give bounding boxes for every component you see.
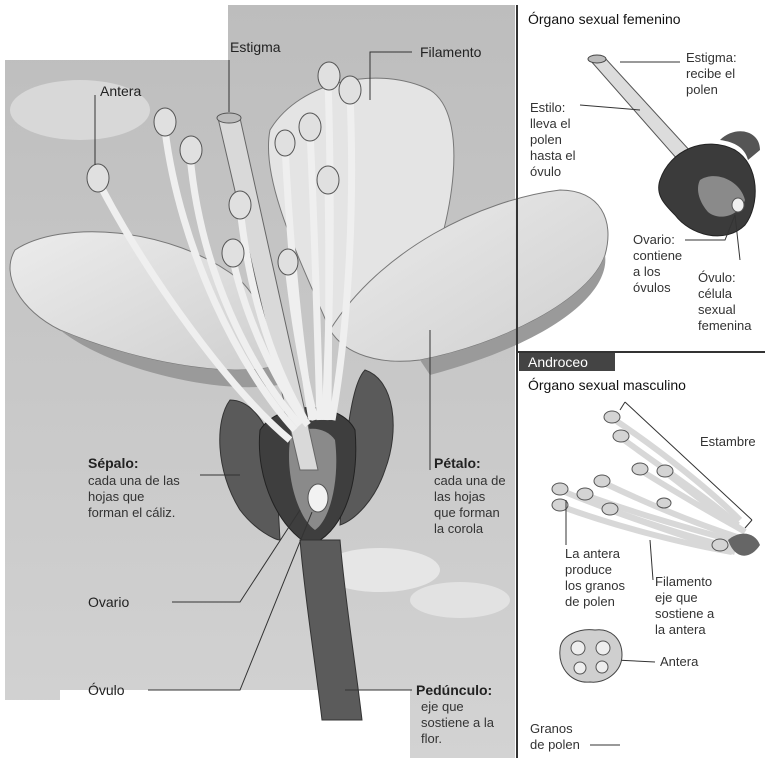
label-petalo-desc-3: que forman <box>434 505 500 520</box>
label-pedunculo-desc-3: flor. <box>421 731 442 746</box>
female-panel-title: Órgano sexual femenino <box>528 11 681 27</box>
female-estigma-desc-1: Estigma: <box>686 50 737 65</box>
male-antera-desc-2: produce <box>565 562 612 577</box>
female-estilo-desc-4: hasta el <box>530 148 576 163</box>
male-granos-desc-2: de polen <box>530 737 580 752</box>
label-petalo-desc-1: cada una de <box>434 473 506 488</box>
male-filamento-desc-3: sostiene a <box>655 606 715 621</box>
label-petalo-desc-2: las hojas <box>434 489 486 504</box>
female-ovulo-desc-1: Óvulo: <box>698 270 736 285</box>
male-antera-desc-3: los granos <box>565 578 625 593</box>
male-antera-desc-4: de polen <box>565 594 615 609</box>
female-estilo-desc-5: óvulo <box>530 164 561 179</box>
male-panel: Androceo Órgano sexual masculino <box>517 352 765 752</box>
male-panel-title: Órgano sexual masculino <box>528 377 686 393</box>
male-filamento-desc-1: Filamento <box>655 574 712 589</box>
label-petalo-desc-4: la corola <box>434 521 484 536</box>
label-antera: Antera <box>100 83 141 99</box>
female-ovulo-desc-4: femenina <box>698 318 752 333</box>
ovule-shape <box>308 484 328 512</box>
androceo-badge-text: Androceo <box>528 354 588 370</box>
label-ovario: Ovario <box>88 594 129 610</box>
male-filamento-desc-4: la antera <box>655 622 706 637</box>
female-estigma-desc-3: polen <box>686 82 718 97</box>
female-ovulo-desc-2: célula <box>698 286 733 301</box>
female-estilo-desc-1: Estilo: <box>530 100 565 115</box>
label-pedunculo-title: Pedúnculo: <box>416 682 492 698</box>
male-granos-desc-1: Granos <box>530 721 573 736</box>
male-estambre-label: Estambre <box>700 434 756 449</box>
label-pedunculo-desc-2: sostiene a la <box>421 715 495 730</box>
male-antera-desc-1: La antera <box>565 546 621 561</box>
label-sepalo-desc-3: forman el cáliz. <box>88 505 175 520</box>
female-ovario-desc-1: Ovario: <box>633 232 675 247</box>
label-estigma: Estigma <box>230 39 281 55</box>
label-sepalo-desc-2: hojas que <box>88 489 144 504</box>
female-ovulo-desc-3: sexual <box>698 302 736 317</box>
female-ovario-desc-4: óvulos <box>633 280 671 295</box>
female-estilo-desc-2: lleva el <box>530 116 571 131</box>
label-sepalo-desc-1: cada una de las <box>88 473 180 488</box>
male-filamento-desc-2: eje que <box>655 590 698 605</box>
female-ovario-desc-3: a los <box>633 264 661 279</box>
antera-cross-section <box>560 630 622 683</box>
label-petalo-title: Pétalo: <box>434 455 481 471</box>
label-pedunculo-desc-1: eje que <box>421 699 464 714</box>
male-antera-label: Antera <box>660 654 699 669</box>
label-sepalo-title: Sépalo: <box>88 455 139 471</box>
female-estigma-desc-2: recibe el <box>686 66 735 81</box>
female-estilo-desc-3: polen <box>530 132 562 147</box>
label-filamento: Filamento <box>420 44 482 60</box>
female-ovario-desc-2: contiene <box>633 248 682 263</box>
label-ovulo: Óvulo <box>88 682 125 698</box>
